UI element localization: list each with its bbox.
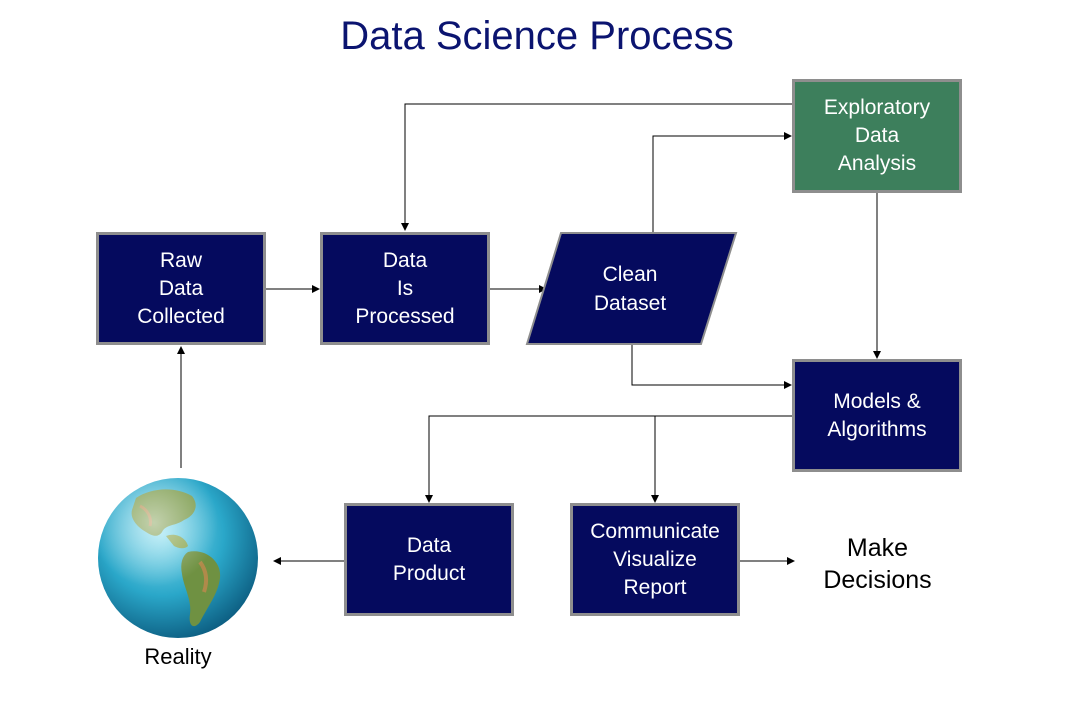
diagram-title: Data Science Process xyxy=(340,14,734,58)
globe-icon xyxy=(98,478,258,638)
communicate-box: Communicate Visualize Report xyxy=(570,503,740,616)
reality-label: Reality xyxy=(144,644,212,669)
make-decisions-label: Make Decisions xyxy=(823,534,932,594)
arrow-models-to-product xyxy=(425,415,793,503)
raw-data-collected-box: Raw Data Collected xyxy=(96,232,266,345)
arrow-clean-to-eda xyxy=(652,132,792,233)
exploratory-data-analysis-box: Exploratory Data Analysis xyxy=(792,79,962,193)
clean-dataset-label: Clean Dataset xyxy=(593,263,667,315)
arrow-eda-to-processed xyxy=(401,103,793,231)
models-algorithms-box: Models & Algorithms xyxy=(792,359,962,472)
arrow-clean-to-models xyxy=(631,344,792,389)
clean-dataset-shape xyxy=(525,232,738,345)
data-processed-box: Data Is Processed xyxy=(320,232,490,345)
data-product-box: Data Product xyxy=(344,503,514,616)
